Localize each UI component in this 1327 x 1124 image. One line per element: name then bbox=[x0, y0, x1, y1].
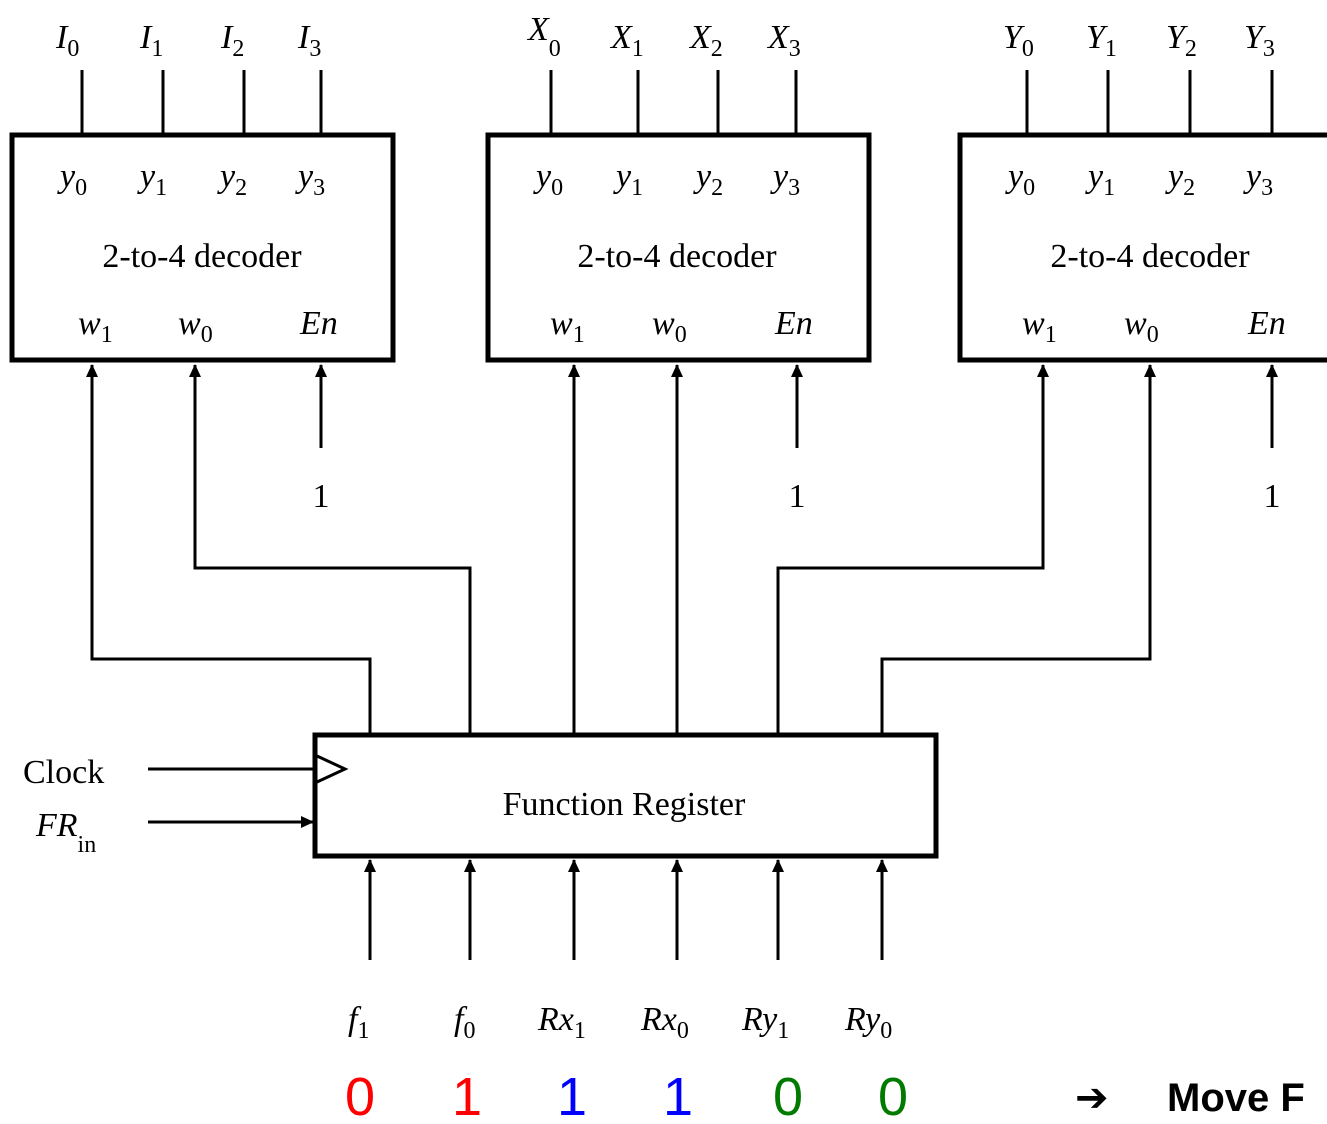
decoder-1-output-I0: I0 bbox=[55, 19, 79, 62]
decoder-1-pin-y3: y3 bbox=[295, 158, 325, 201]
wire-ry1-to-decoder-3-w1 bbox=[776, 364, 1049, 735]
decoder-2-pin-y3: y3 bbox=[770, 158, 800, 201]
fr-in-label: FRin bbox=[35, 807, 96, 858]
input-label-rx0: Rx0 bbox=[640, 1001, 689, 1044]
input-label-ry1: Ry1 bbox=[741, 1001, 789, 1044]
input-label-f1: f1 bbox=[348, 1001, 369, 1044]
decoder-2: X0 X1 X2 X3 y0 y1 y2 y3 2-to-4 decoder w… bbox=[485, 11, 872, 515]
right-arrow-icon: ➔ bbox=[1075, 1076, 1109, 1120]
function-register-box bbox=[312, 732, 939, 859]
clock-label: Clock bbox=[23, 754, 104, 791]
decoder-1-title: 2-to-4 decoder bbox=[102, 238, 302, 275]
decoder-1-pin-w1: w1 bbox=[78, 305, 113, 348]
input-label-f0: f0 bbox=[454, 1001, 475, 1044]
decoder-3-enable-value: 1 bbox=[1264, 478, 1281, 515]
decoder-3-pin-w1: w1 bbox=[1022, 305, 1057, 348]
move-note-text: Move F bbox=[1167, 1076, 1305, 1120]
decoder-3-pin-w0: w0 bbox=[1124, 305, 1159, 348]
decoder-3-pin-y3: y3 bbox=[1243, 158, 1273, 201]
decoder-1-output-I3: I3 bbox=[297, 19, 321, 62]
decoder-3-pin-en: En bbox=[1247, 305, 1286, 342]
wire-f1-to-decoder-1-w1 bbox=[86, 364, 372, 735]
bit-f1: 0 bbox=[345, 1067, 375, 1124]
decoder-1-output-lines bbox=[80, 70, 323, 135]
decoder-2-pin-y1: y1 bbox=[613, 158, 643, 201]
decoder-3-output-lines bbox=[1025, 70, 1274, 135]
decoder-1-box bbox=[9, 132, 396, 363]
decoder-2-enable-value: 1 bbox=[789, 478, 806, 515]
decoder-2-box bbox=[485, 132, 872, 363]
decoder-2-output-X1: X1 bbox=[609, 19, 644, 62]
decoder-2-output-X3: X3 bbox=[766, 19, 801, 62]
decoder-2-output-lines bbox=[549, 70, 798, 135]
decoder-1-enable-value: 1 bbox=[313, 478, 330, 515]
decoder-2-pin-w1: w1 bbox=[550, 305, 585, 348]
decoder-2-output-X0: X0 bbox=[526, 11, 561, 62]
decoder-3-box bbox=[957, 132, 1327, 363]
bit-f0: 1 bbox=[452, 1067, 482, 1124]
decoder-1-pin-y2: y2 bbox=[217, 158, 247, 201]
decoder-2-title: 2-to-4 decoder bbox=[577, 238, 777, 275]
decoder-3-output-Y3: Y3 bbox=[1244, 19, 1275, 62]
decoder-3-output-Y0: Y0 bbox=[1003, 19, 1034, 62]
decoder-3: Y0 Y1 Y2 Y3 y0 y1 y2 y3 2-to-4 decoder w… bbox=[957, 19, 1327, 515]
wire-ry0-to-decoder-3-w0 bbox=[880, 364, 1156, 735]
input-label-rx1: Rx1 bbox=[537, 1001, 586, 1044]
decoder-2-pin-y2: y2 bbox=[693, 158, 723, 201]
decoder-2-pin-w0: w0 bbox=[652, 305, 687, 348]
move-note: ➔ Move F bbox=[1075, 1076, 1305, 1120]
bit-rx0: 1 bbox=[663, 1067, 693, 1124]
decoder-1-pin-y1: y1 bbox=[137, 158, 167, 201]
register-to-decoder-wires bbox=[86, 364, 1156, 735]
bit-values: 0 1 1 1 0 0 bbox=[345, 1067, 908, 1124]
decoder-1-pin-en: En bbox=[299, 305, 338, 342]
function-register: Function Register Clock FRin f1 f0 Rx1 R… bbox=[23, 732, 939, 1044]
input-label-ry0: Ry0 bbox=[844, 1001, 892, 1044]
decoder-3-title: 2-to-4 decoder bbox=[1050, 238, 1250, 275]
bit-ry0: 0 bbox=[878, 1067, 908, 1124]
wire-f0-to-decoder-1-w0 bbox=[189, 364, 472, 735]
decoder-2-pin-en: En bbox=[774, 305, 813, 342]
decoder-3-pin-y0: y0 bbox=[1005, 158, 1035, 201]
clock-triangle-icon bbox=[316, 754, 349, 784]
function-register-title: Function Register bbox=[503, 786, 746, 823]
decoder-3-pin-y1: y1 bbox=[1085, 158, 1115, 201]
decoder-1-pin-y0: y0 bbox=[57, 158, 87, 201]
decoder-1-pin-w0: w0 bbox=[178, 305, 213, 348]
decoder-1: I0 I1 I2 I3 y0 y1 y2 y3 2-to-4 decoder w… bbox=[9, 19, 396, 515]
decoder-1-output-I2: I2 bbox=[220, 19, 244, 62]
decoder-1-output-I1: I1 bbox=[139, 19, 163, 62]
decoder-2-pin-y0: y0 bbox=[533, 158, 563, 201]
decoder-3-output-Y2: Y2 bbox=[1166, 19, 1197, 62]
bit-ry1: 0 bbox=[773, 1067, 803, 1124]
bit-rx1: 1 bbox=[557, 1067, 587, 1124]
decoder-3-pin-y2: y2 bbox=[1165, 158, 1195, 201]
decoder-2-output-X2: X2 bbox=[688, 19, 723, 62]
register-input-wires bbox=[364, 859, 888, 960]
decoder-3-output-Y1: Y1 bbox=[1086, 19, 1117, 62]
